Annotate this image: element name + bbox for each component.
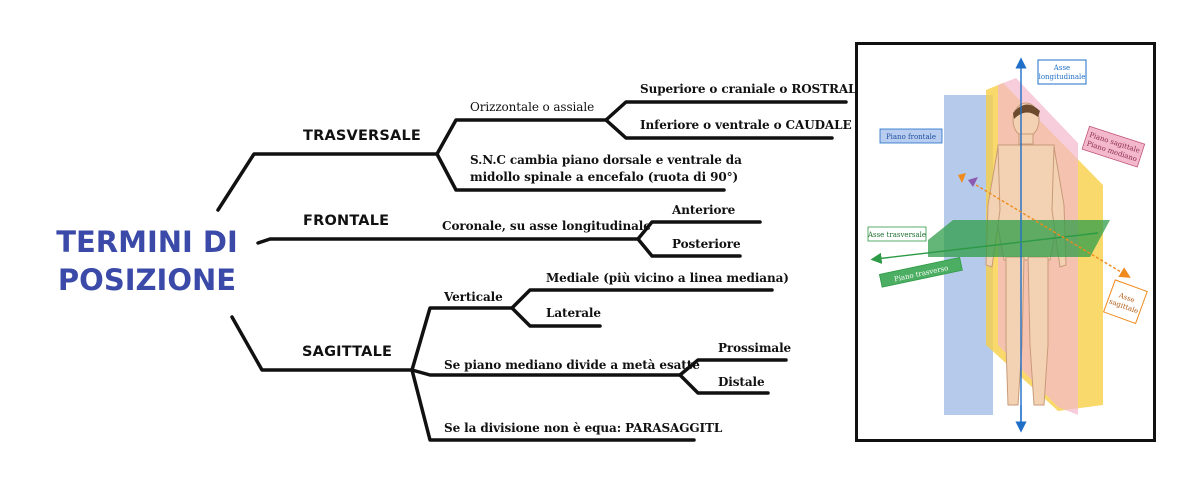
root-to-trasversale — [216, 152, 439, 212]
label-asse-longitudinale: Asse longitudinale — [1037, 59, 1087, 85]
svg-text:Asse trasversale: Asse trasversale — [867, 231, 926, 239]
label-piano-frontale: Piano frontale — [879, 128, 943, 144]
label-asse-sagittale: Asse sagittale — [1102, 279, 1148, 325]
node-inferiore: Inferiore o ventrale o CAUDALE — [640, 118, 852, 132]
mediano-to-prossimale — [678, 358, 788, 377]
trasv-to-snc — [435, 152, 726, 192]
root-to-sagittale — [230, 315, 414, 372]
node-snc-line1: S.N.C cambia piano dorsale e ventrale da — [470, 153, 742, 167]
node-snc-line2: midollo spinale a encefalo (ruota di 90°… — [470, 170, 739, 184]
transverse-plane — [928, 220, 1110, 257]
sagittal-axis-start-arrow-2 — [958, 173, 966, 183]
sag-to-mediano — [410, 368, 682, 377]
sag-to-verticale — [410, 306, 514, 372]
node-orizzontale: Orizzontale o assiale — [470, 100, 595, 114]
node-mediano: Se piano mediano divide a metà esatte — [444, 358, 700, 372]
sag-to-parasag — [410, 368, 696, 442]
node-parasaggitl: Se la divisione non è equa: PARASAGGITL — [444, 421, 723, 435]
svg-text:Asse: Asse — [1053, 64, 1070, 72]
node-mediale: Mediale (più vicino a linea mediana) — [546, 271, 789, 285]
label-asse-trasversale: Asse trasversale — [867, 226, 927, 242]
anatomy-figure: Asse longitudinale Piano frontale Piano … — [855, 42, 1156, 442]
orizzontale-to-inferiore — [604, 118, 834, 140]
orizzontale-to-superiore — [604, 100, 848, 122]
root-title-line1: TERMINI DI — [56, 225, 238, 259]
verticale-to-mediale — [510, 288, 774, 310]
mediano-to-distale — [678, 373, 770, 395]
branch-sagittale: SAGITTALE — [302, 344, 393, 360]
node-laterale: Laterale — [546, 306, 601, 320]
anatomy-illustration: Asse longitudinale Piano frontale Piano … — [867, 57, 1148, 433]
root-title-line2: POSIZIONE — [57, 263, 237, 297]
node-anteriore: Anteriore — [672, 203, 736, 217]
trasv-to-orizzontale — [435, 118, 608, 156]
branch-trasversale: TRASVERSALE — [303, 128, 422, 144]
sagittal-axis-start-arrow — [968, 177, 978, 187]
label-piano-sagittale: Piano sagittale Piano mediano — [1081, 125, 1146, 168]
svg-text:Piano frontale: Piano frontale — [886, 133, 936, 141]
node-prossimale: Prossimale — [718, 341, 792, 355]
node-verticale: Verticale — [444, 290, 503, 304]
root-to-frontale — [256, 237, 640, 245]
node-posteriore: Posteriore — [672, 237, 741, 251]
node-distale: Distale — [718, 375, 765, 389]
hair — [1013, 104, 1040, 119]
root-title: TERMINI DI POSIZIONE — [42, 223, 252, 299]
transverse-axis — [870, 232, 1099, 264]
node-coronale: Coronale, su asse longitudinale — [442, 219, 651, 233]
sagittal-axis — [975, 184, 1131, 278]
branch-frontale: FRONTALE — [303, 213, 390, 229]
coronale-to-posteriore — [636, 237, 742, 258]
coronale-to-anteriore — [636, 220, 762, 241]
svg-text:longitudinale: longitudinale — [1039, 73, 1086, 81]
node-superiore: Superiore o craniale o ROSTRALE — [640, 82, 866, 96]
verticale-to-laterale — [510, 306, 602, 328]
